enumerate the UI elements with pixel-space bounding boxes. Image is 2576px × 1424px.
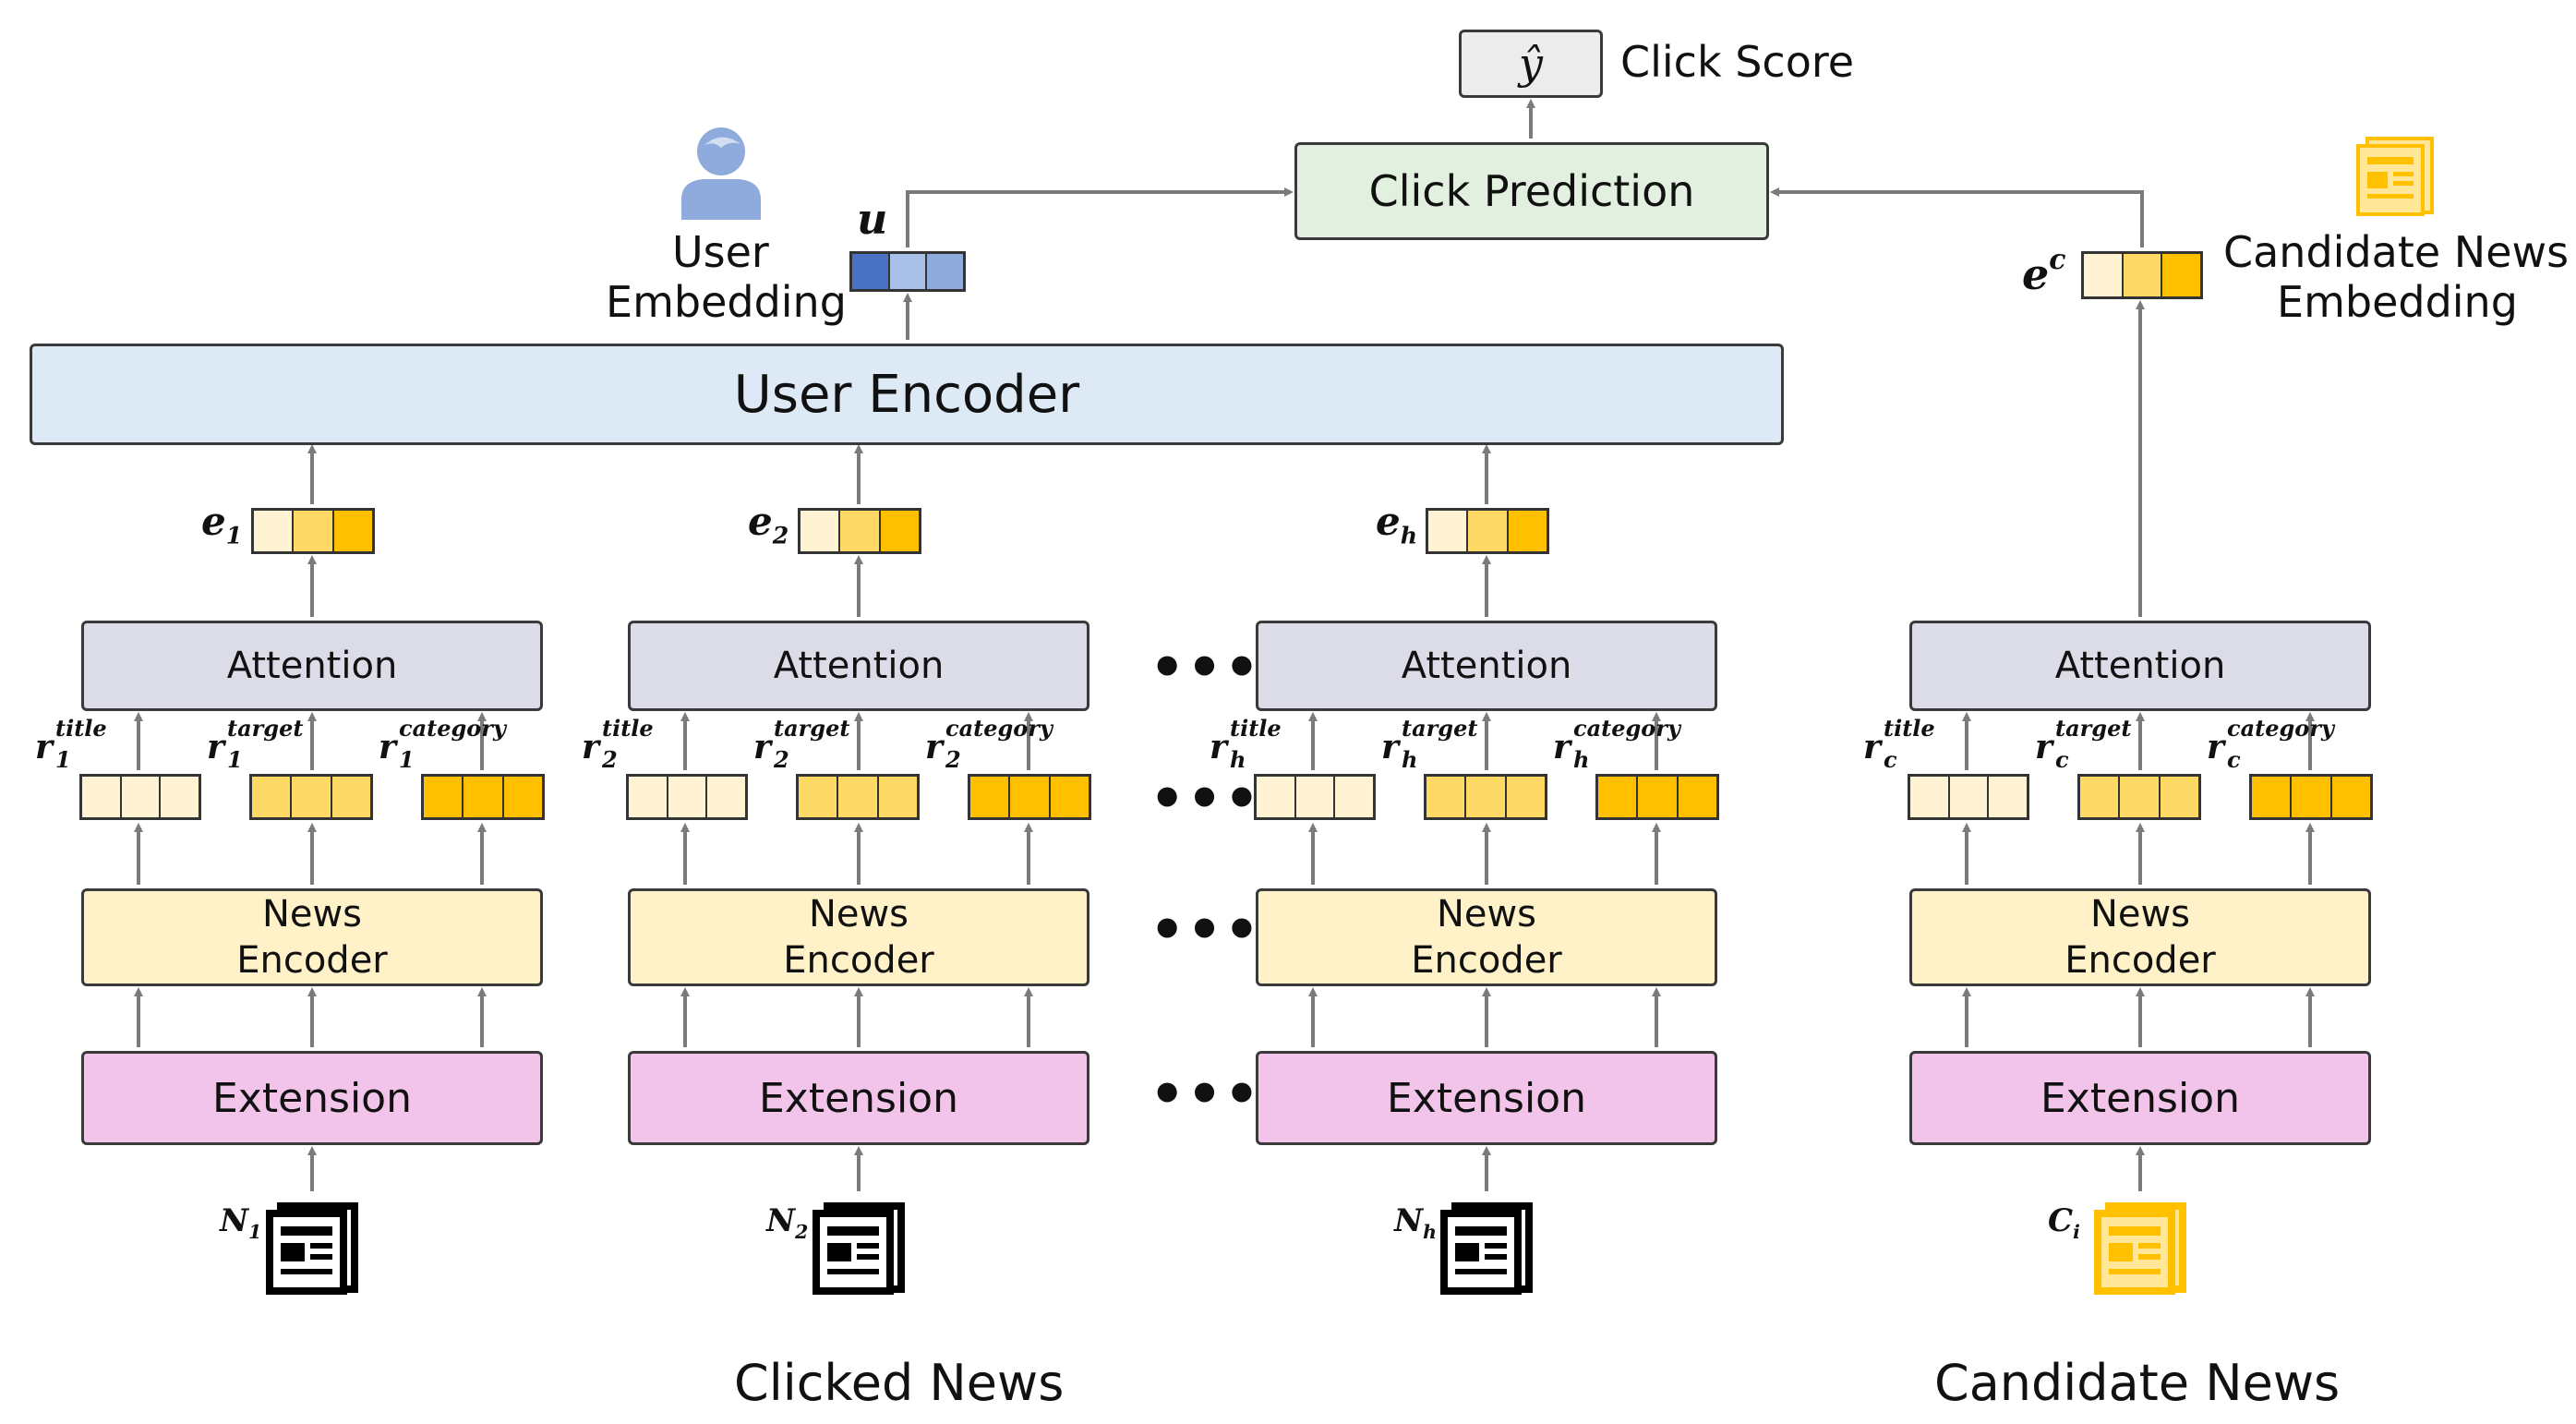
arrow — [1770, 187, 2144, 247]
news-document-icon-candidate — [2094, 1202, 2186, 1295]
e-symbol-3: eh — [1376, 499, 1418, 549]
extension-box-candidate: Extension — [1909, 1051, 2371, 1145]
news-encoder-label-2: Encoder — [2064, 939, 2216, 982]
candidate-news-caption: Candidate News — [1934, 1354, 2341, 1412]
e-vector-1 — [251, 508, 375, 554]
ellipsis-vectors: ••• — [1150, 766, 1262, 831]
news-document-icon-2 — [813, 1202, 905, 1295]
r-title-vector-3 — [1254, 774, 1376, 820]
e-vector-3 — [1426, 508, 1549, 554]
news-encoder-label-2: Encoder — [783, 939, 934, 982]
r-target-vector-3 — [1424, 774, 1547, 820]
input-symbol-3: Nh — [1394, 1202, 1437, 1243]
attention-box-1: Attention — [81, 621, 543, 711]
attention-box-2: Attention — [628, 621, 1089, 711]
input-symbol-candidate: Ci — [2048, 1202, 2080, 1243]
click-prediction-box: Click Prediction — [1294, 142, 1769, 240]
clicked-news-caption: Clicked News — [734, 1354, 1065, 1412]
user-encoder-box: User Encoder — [30, 344, 1784, 445]
y-hat-box: ŷ — [1459, 30, 1603, 98]
news-encoder-label-2: Encoder — [1411, 939, 1562, 982]
extension-box-2: Extension — [628, 1051, 1089, 1145]
r-category-vector-1 — [421, 774, 545, 820]
news-encoder-label-1: News — [2089, 893, 2191, 935]
attention-box-3: Attention — [1256, 621, 1717, 711]
r-category-vector-2 — [968, 774, 1091, 820]
r-target-vector-1 — [249, 774, 373, 820]
r-category-vector-3 — [1595, 774, 1719, 820]
news-encoder-label-1: News — [261, 893, 363, 935]
input-symbol-1: N1 — [220, 1202, 262, 1243]
news-encoder-label-2: Encoder — [236, 939, 388, 982]
ellipsis-news-encoder: ••• — [1150, 898, 1262, 962]
user-embedding-symbol: u — [857, 194, 888, 244]
user-embedding-vector — [849, 251, 966, 292]
extension-box-3: Extension — [1256, 1051, 1717, 1145]
news-encoder-label-1: News — [1436, 893, 1537, 935]
ellipsis-embedding: ••• — [1150, 635, 1262, 700]
candidate-embedding-label-1: Candidate News — [2223, 227, 2570, 277]
news-document-icon-3 — [1440, 1202, 1533, 1295]
e-vector-2 — [798, 508, 921, 554]
r-title-vector-candidate — [1908, 774, 2029, 820]
candidate-embedding-symbol: ec — [2022, 244, 2066, 299]
r-title-vector-2 — [626, 774, 748, 820]
news-document-icon-1 — [266, 1202, 358, 1295]
candidate-embedding-vector — [2081, 251, 2203, 299]
e-symbol-2: e2 — [748, 499, 789, 549]
input-symbol-2: N2 — [766, 1202, 809, 1243]
ellipsis-extension: ••• — [1150, 1062, 1262, 1127]
attention-box-candidate: Attention — [1909, 621, 2371, 711]
r-target-vector-candidate — [2077, 774, 2201, 820]
user-icon — [681, 127, 761, 220]
user-embedding-label-2: Embedding — [606, 277, 847, 327]
click-score-label: Click Score — [1620, 37, 1855, 87]
r-target-vector-2 — [796, 774, 920, 820]
arrow — [906, 187, 1294, 247]
e-symbol-1: e1 — [201, 499, 243, 549]
user-embedding-label-1: User — [672, 227, 769, 277]
candidate-document-icon — [2356, 137, 2434, 216]
r-title-vector-1 — [79, 774, 201, 820]
news-encoder-label-1: News — [808, 893, 909, 935]
candidate-embedding-label-2: Embedding — [2277, 277, 2518, 327]
r-category-vector-candidate — [2249, 774, 2373, 820]
extension-box-1: Extension — [81, 1051, 543, 1145]
